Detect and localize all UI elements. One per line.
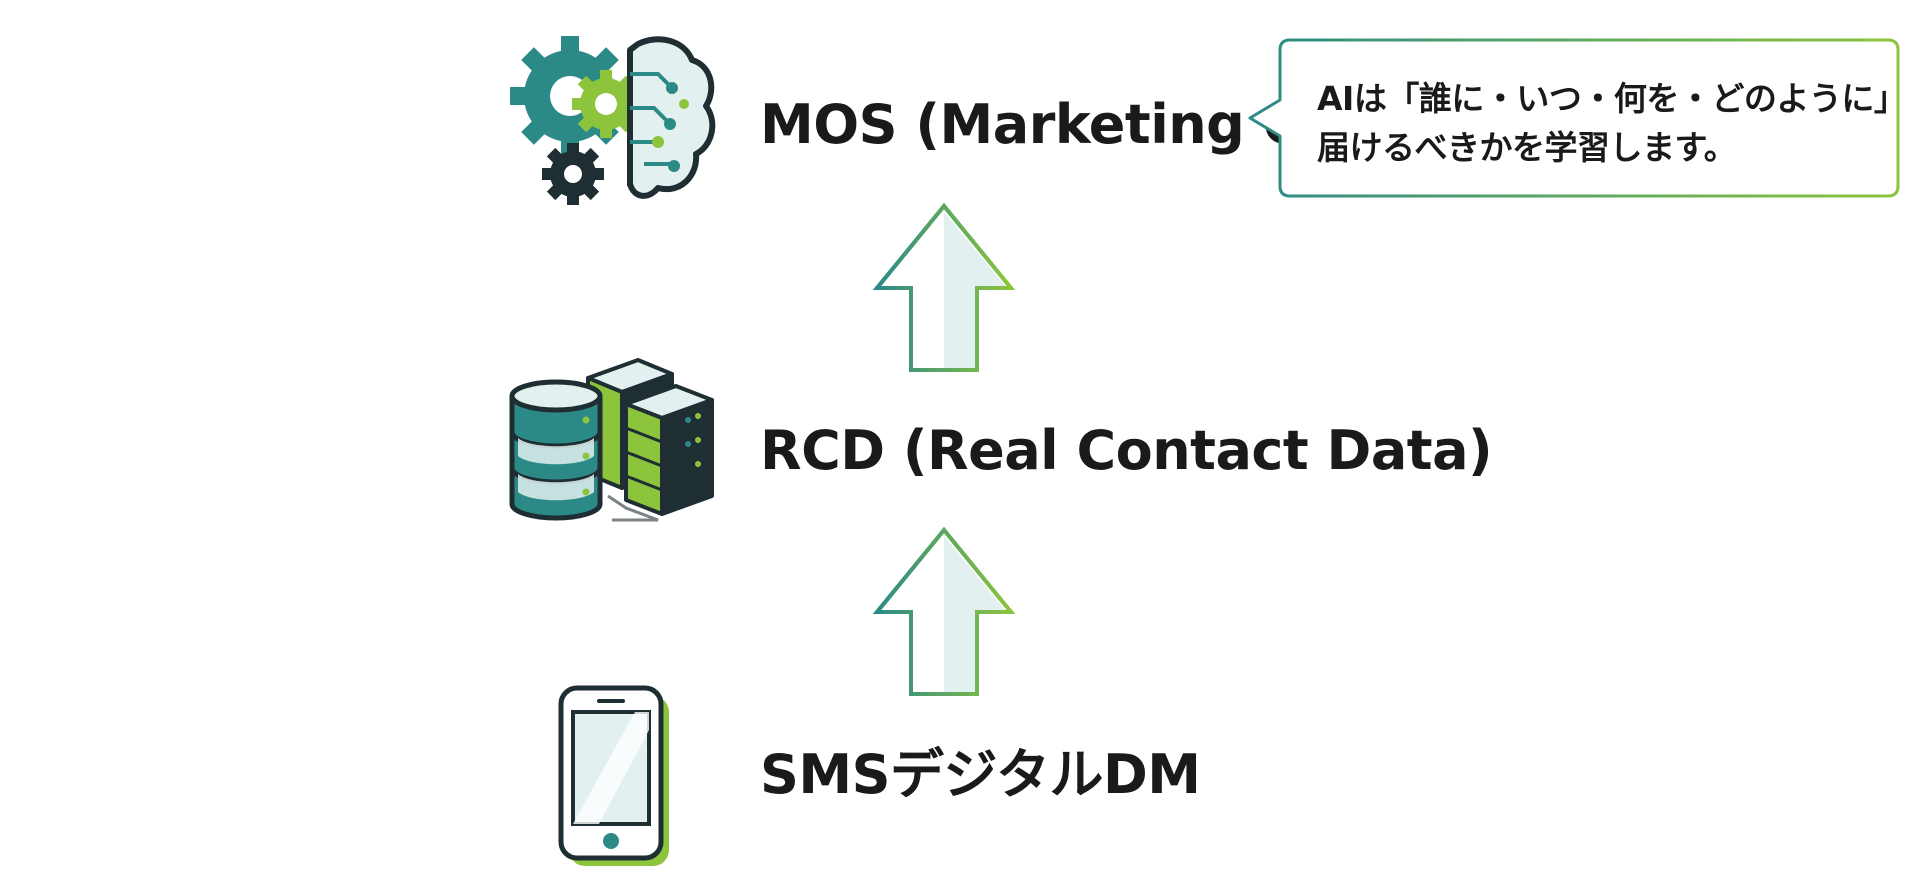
layer-label-rcd: RCD (Real Contact Data) — [760, 419, 1493, 482]
arrow-up-icon — [873, 526, 1015, 696]
gear-brain-icon — [508, 34, 718, 210]
callout-line-1: AIは「誰に・いつ・何を・どのように」 — [1317, 79, 1907, 118]
database-server-icon — [508, 356, 718, 526]
layer-label-sms: SMSデジタルDM — [760, 743, 1201, 806]
callout-bubble: AIは「誰に・いつ・何を・どのように」 届けるべきかを学習します。 — [1246, 36, 1907, 200]
callout-line-2: 届けるべきかを学習します。 — [1317, 128, 1737, 167]
callout-text: AIは「誰に・いつ・何を・どのように」 届けるべきかを学習します。 — [1317, 74, 1907, 172]
smartphone-icon — [555, 682, 675, 870]
arrow-up-icon — [873, 202, 1015, 372]
